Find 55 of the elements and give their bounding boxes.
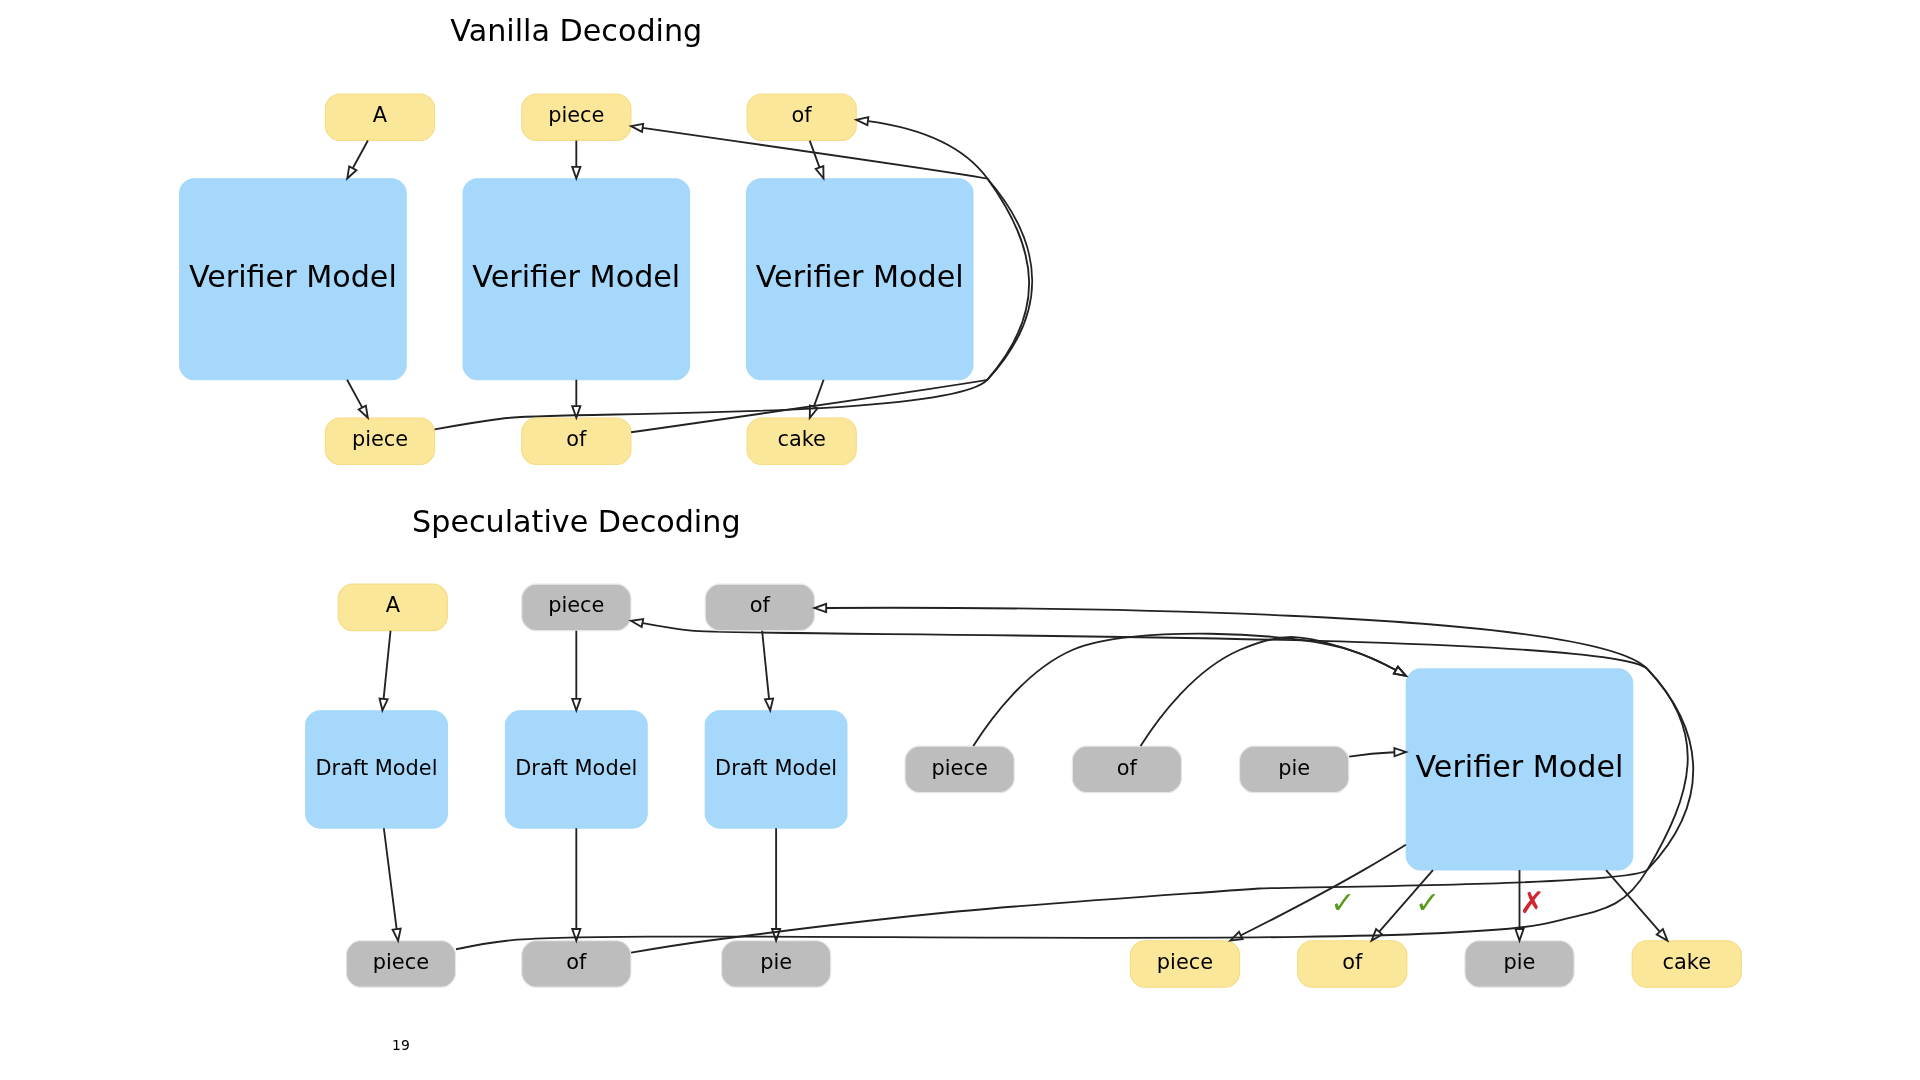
arrow [345,139,369,181]
node-box: piece [324,417,435,466]
node-box: Draft Model [704,710,848,829]
node-box: of [520,417,631,466]
node-box: piece [345,940,456,988]
node-box: piece [520,583,631,632]
node-box: pie [1463,940,1575,988]
arrow [1139,636,1408,747]
node-box: of [704,583,815,632]
node-box: of [520,940,631,988]
arrow [1604,869,1669,943]
arrow [1347,746,1409,758]
arrow [808,378,825,421]
arrow [433,122,1033,431]
arrow [570,378,582,421]
arrow [570,827,582,944]
node-box: piece [520,93,631,141]
node-box: Verifier Model [462,178,690,381]
node-box: cake [745,417,857,466]
label: 19 [391,1037,410,1054]
arrow [629,115,1030,434]
arrow [1513,869,1525,944]
arrow [1369,869,1434,943]
arrow [760,629,774,714]
arrow [382,827,402,944]
node-box: Draft Model [304,710,448,829]
arrow [570,139,582,182]
node-box: pie [1238,745,1349,794]
edge-label: ✗ [1519,884,1545,920]
node-box: Verifier Model [745,178,974,381]
edge-label: ✓ [1414,884,1440,920]
node-box: of [1296,940,1407,988]
node-box: of [1071,745,1182,794]
node-box: A [324,93,435,141]
arrow [454,617,1688,951]
arrow [345,378,369,421]
arrow [377,629,391,714]
node-box: cake [1631,940,1742,988]
node-box: Draft Model [504,710,648,829]
edge-label: ✓ [1329,884,1356,920]
node-box: piece [903,745,1015,794]
arrow [1227,843,1407,942]
node-box: Verifier Model [178,178,407,381]
arrow [570,629,582,714]
node-box: A [337,583,448,632]
label: Speculative Decoding [411,503,741,539]
arrow [971,632,1408,747]
node-box: Verifier Model [1405,668,1633,871]
arrow [770,827,781,944]
arrow [629,602,1694,954]
label: Vanilla Decoding [449,13,702,49]
node-box: piece [1129,940,1240,988]
node-box: pie [720,940,831,988]
node-box: of [745,93,857,141]
arrow [808,139,824,182]
